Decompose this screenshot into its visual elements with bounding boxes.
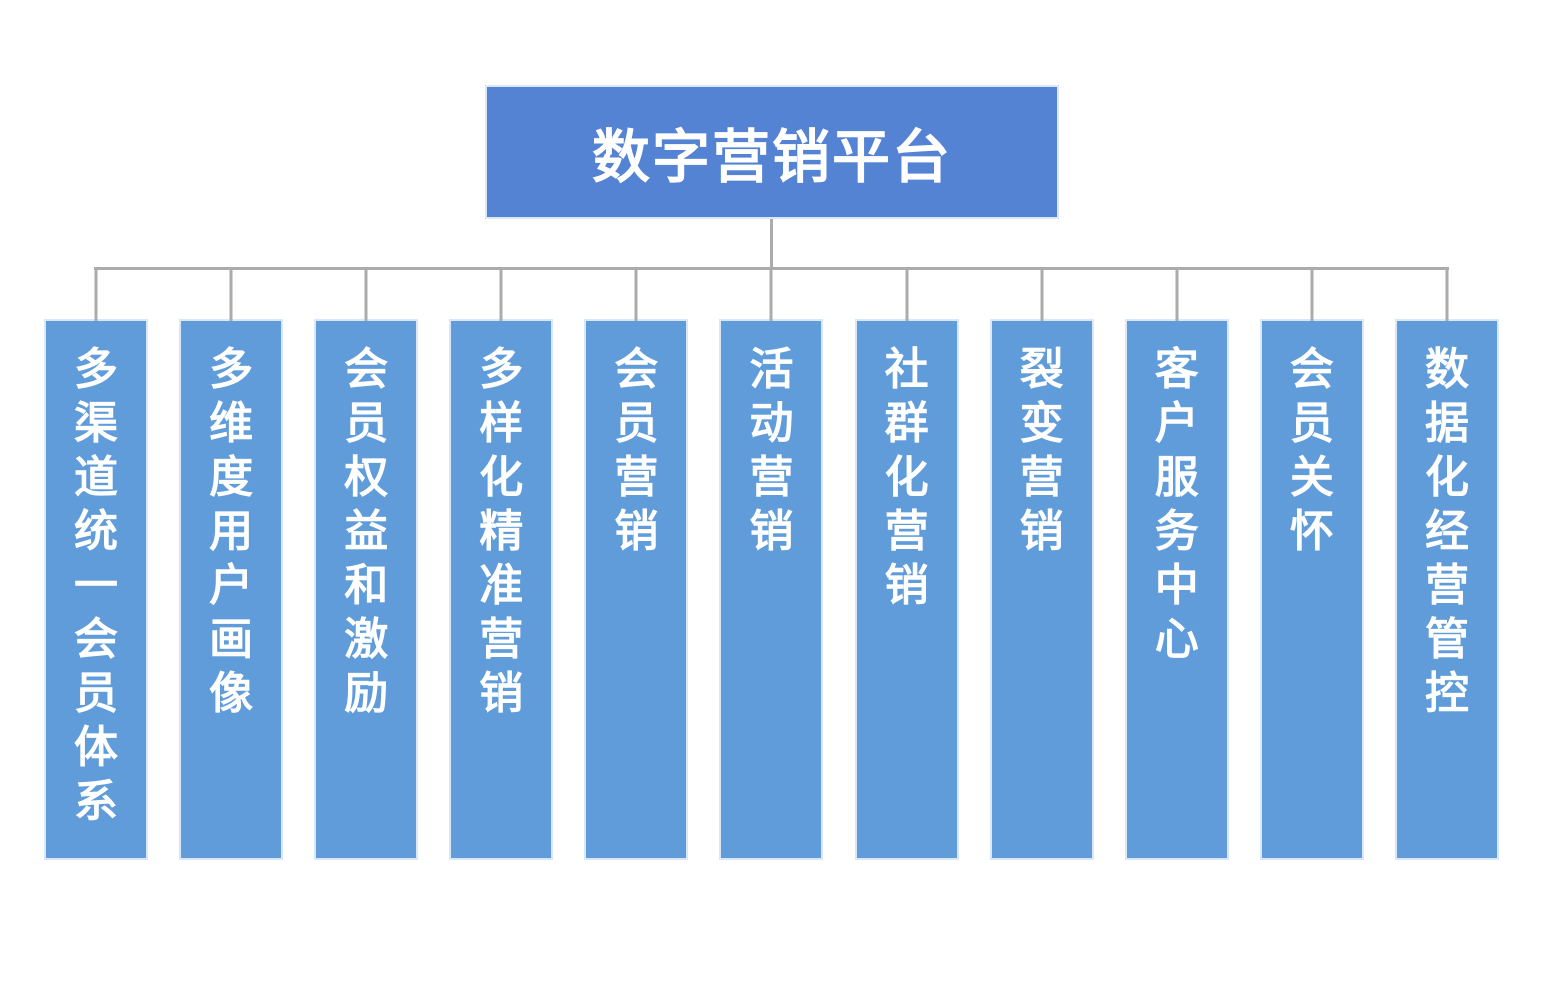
child-node-label: 多样化精准营销 xyxy=(479,345,524,718)
children-row: 多渠道统一会员体系 多维度用户画像 会员权益和激励 多样化精准营销 会员营销 活… xyxy=(44,269,1499,860)
root-node-label: 数字营销平台 xyxy=(591,125,952,190)
child-node-fission-marketing: 裂变营销 xyxy=(989,269,1094,860)
child-node-label: 多维度用户画像 xyxy=(209,345,254,718)
child-node-data-driven-operation-control: 数据化经营管控 xyxy=(1394,269,1499,860)
connector-drop-icon xyxy=(634,269,638,321)
child-node-label: 会员营销 xyxy=(614,345,659,556)
child-node-label: 客户服务中心 xyxy=(1154,345,1199,664)
child-node-member-marketing: 会员营销 xyxy=(584,269,689,860)
connector-drop-icon xyxy=(1310,269,1314,321)
child-node-member-benefits-and-incentives: 会员权益和激励 xyxy=(314,269,419,860)
child-node-multi-dimension-user-profile: 多维度用户画像 xyxy=(179,269,284,860)
child-node-diversified-precision-marketing: 多样化精准营销 xyxy=(449,269,554,860)
connector-drop-icon xyxy=(905,269,909,321)
child-node-campaign-marketing: 活动营销 xyxy=(719,269,824,860)
connector-drop-icon xyxy=(364,269,368,321)
child-node-label: 活动营销 xyxy=(749,345,794,556)
child-node-multi-channel-unified-member-system: 多渠道统一会员体系 xyxy=(44,269,148,860)
connector-drop-icon xyxy=(229,269,233,321)
child-node-label: 会员关怀 xyxy=(1289,345,1334,556)
connector-horizontal xyxy=(94,267,1449,270)
child-node-label: 多渠道统一会员体系 xyxy=(74,345,118,826)
child-node-label: 会员权益和激励 xyxy=(344,345,389,718)
connector-drop-icon xyxy=(499,269,503,321)
child-node-customer-service-center: 客户服务中心 xyxy=(1124,269,1229,860)
connector-drop-icon xyxy=(94,269,98,321)
child-node-label: 裂变营销 xyxy=(1019,345,1064,556)
connector-drop-icon xyxy=(1445,269,1449,321)
connector-drop-icon xyxy=(1040,269,1044,321)
child-node-label: 数据化经营管控 xyxy=(1424,345,1469,718)
child-node-community-marketing: 社群化营销 xyxy=(854,269,959,860)
child-node-member-care: 会员关怀 xyxy=(1259,269,1364,860)
connector-drop-icon xyxy=(1175,269,1179,321)
child-node-label: 社群化营销 xyxy=(884,345,929,610)
connector-drop-icon xyxy=(769,269,773,321)
root-node: 数字营销平台 xyxy=(485,85,1059,219)
connector-stem xyxy=(770,219,773,267)
